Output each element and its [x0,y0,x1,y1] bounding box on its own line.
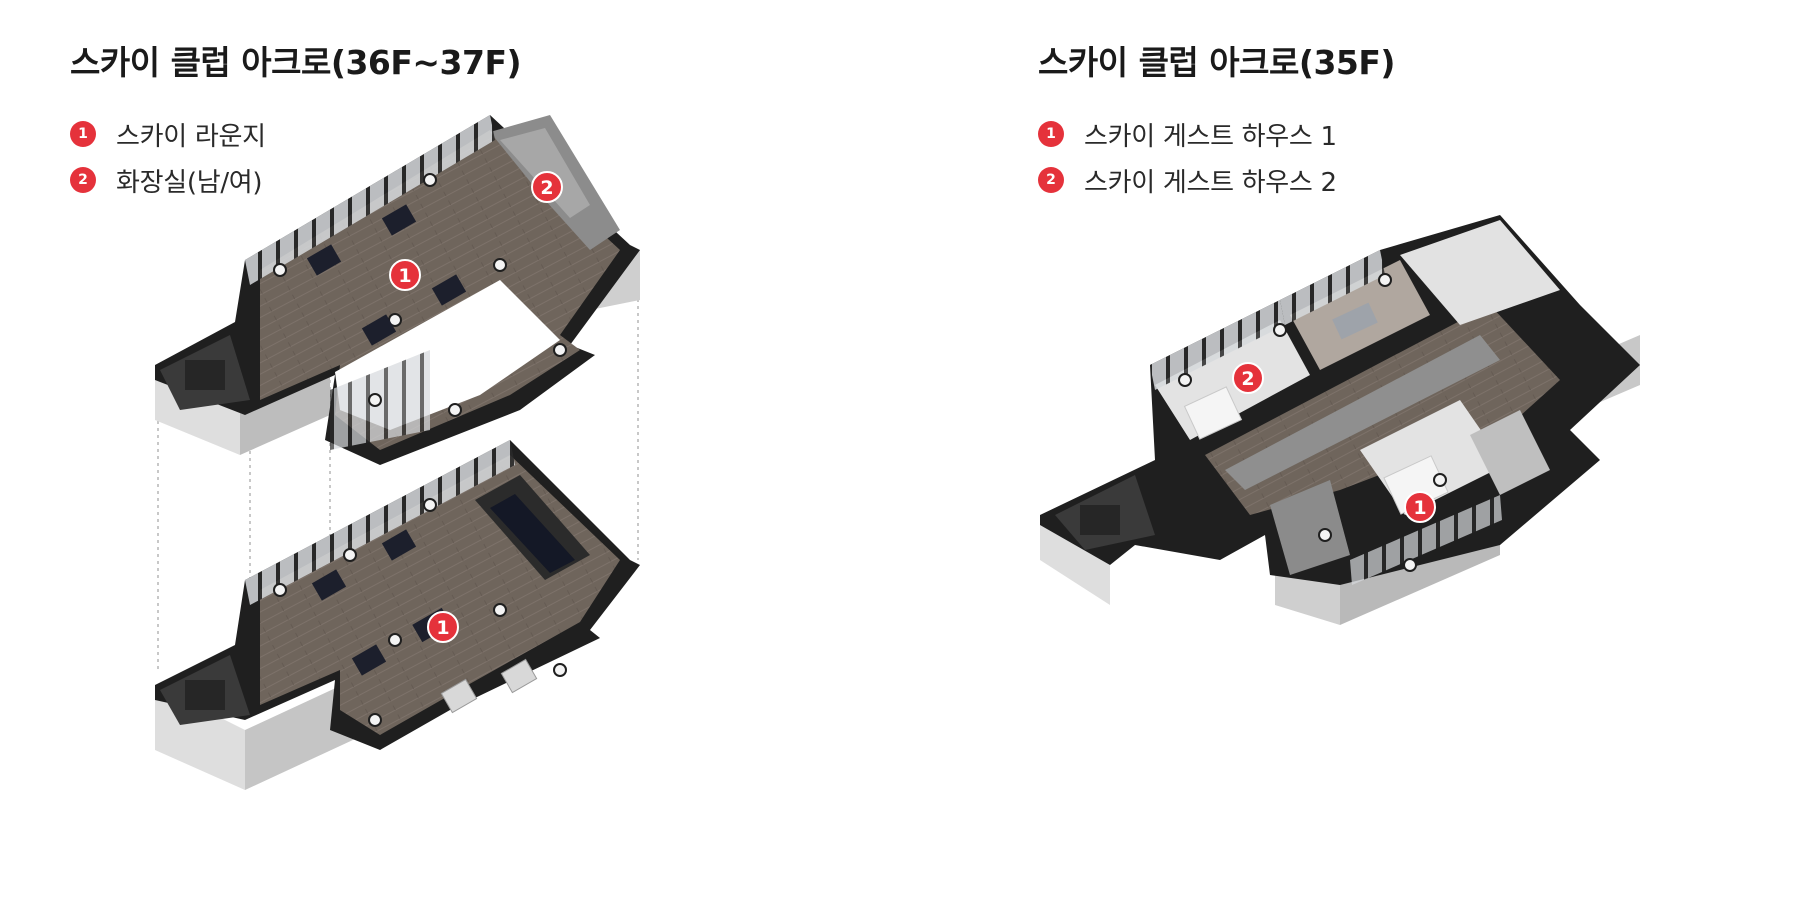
marker-guest-house-1: 1 [1404,491,1436,523]
legend-item-guest-house-1: 1 스카이 게스트 하우스 1 [1038,120,1337,152]
legend-item-restroom: 2 화장실(남/여) [70,166,266,198]
legend-number-badge: 2 [1038,167,1064,193]
marker-restroom: 2 [531,171,563,203]
marker-guest-house-2: 2 [1232,362,1264,394]
legend-label: 스카이 게스트 하우스 2 [1084,167,1337,198]
svg-text:2: 2 [1241,368,1254,390]
page-title: 스카이 클럽 아크로(36F~37F) [70,43,522,82]
legend-number-badge: 1 [70,121,96,147]
legend-item-sky-lounge: 1 스카이 라운지 [70,120,266,152]
panel-35f: 스카이 클럽 아크로(35F) 1 스카이 게스트 하우스 1 2 스카이 게스… [900,0,1800,920]
legend-label: 스카이 게스트 하우스 1 [1084,121,1337,152]
svg-text:2: 2 [540,177,553,199]
marker-sky-lounge-lower: 1 [427,611,459,643]
legend-label: 스카이 라운지 [116,121,266,152]
marker-sky-lounge: 1 [389,259,421,291]
lower-floor-plan: 1 [155,440,640,790]
connector-lines [157,285,639,680]
legend-item-guest-house-2: 2 스카이 게스트 하우스 2 [1038,166,1337,198]
svg-text:1: 1 [398,265,411,287]
legend-number-badge: 2 [70,167,96,193]
legend: 1 스카이 라운지 2 화장실(남/여) [70,120,266,212]
floor-plan-35f: 1 2 [1040,215,1640,625]
legend: 1 스카이 게스트 하우스 1 2 스카이 게스트 하우스 2 [1038,120,1337,212]
legend-label: 화장실(남/여) [116,167,263,198]
upper-floor-plan: 1 2 [155,115,640,465]
legend-number-badge: 1 [1038,121,1064,147]
svg-text:1: 1 [436,617,449,639]
svg-text:1: 1 [1413,497,1426,519]
page-title: 스카이 클럽 아크로(35F) [1038,43,1396,82]
floor-plan-stack: 1 2 [155,115,640,790]
panel-36f-37f: 스카이 클럽 아크로(36F~37F) 1 스카이 라운지 2 화장실(남/여) [70,43,640,790]
